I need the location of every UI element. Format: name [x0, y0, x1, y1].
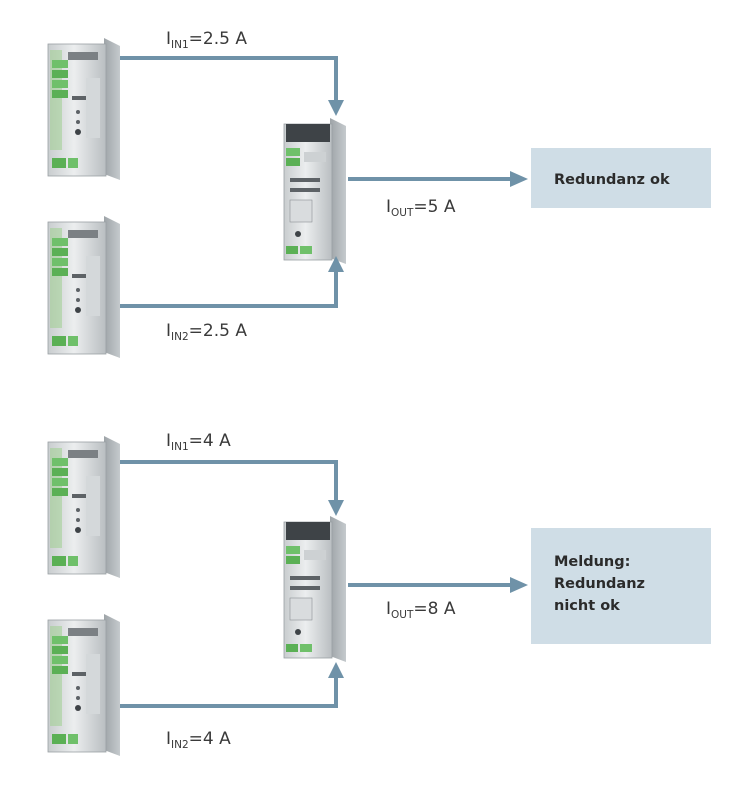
redundancy-module-icon	[283, 515, 347, 663]
input-2-wire	[120, 270, 338, 308]
scenario-2: IIN1=4 A IIN2=4 A IOUT=8 A Meldung: Redu…	[47, 431, 711, 757]
input-1-wire	[120, 460, 338, 500]
status-text-line-1: Meldung:	[554, 554, 630, 570]
input-1-current-label: IIN1=2.5 A	[166, 29, 247, 51]
status-box-redundancy-not-ok	[531, 528, 711, 644]
input-2-current-label: IIN2=2.5 A	[166, 321, 247, 343]
power-supply-1-icon	[47, 435, 121, 579]
output-current-label: IOUT=5 A	[386, 197, 456, 219]
input-1-current-label: IIN1=4 A	[166, 431, 231, 453]
status-box-redundancy-ok	[531, 148, 711, 208]
output-arrowhead	[510, 577, 528, 593]
redundancy-module-icon	[283, 117, 347, 265]
input-1-arrowhead	[328, 100, 344, 116]
input-2-arrowhead	[328, 256, 344, 272]
status-text-line-3: nicht ok	[554, 598, 620, 614]
input-2-arrowhead	[328, 662, 344, 678]
input-1-arrowhead	[328, 500, 344, 516]
input-2-current-label: IIN2=4 A	[166, 729, 231, 751]
output-current-label: IOUT=8 A	[386, 599, 456, 621]
status-text-line-2: Redundanz	[554, 576, 645, 592]
scenario-1: IIN1=2.5 A IIN2=2.5 A IOUT=5 A Redundanz…	[47, 29, 711, 359]
output-arrowhead	[510, 171, 528, 187]
power-supply-2-icon	[47, 613, 121, 757]
status-text-line-1: Redundanz ok	[554, 172, 670, 188]
input-2-wire	[120, 676, 338, 708]
input-1-wire	[120, 56, 338, 100]
power-supply-1-icon	[47, 37, 121, 181]
power-supply-2-icon	[47, 215, 121, 359]
